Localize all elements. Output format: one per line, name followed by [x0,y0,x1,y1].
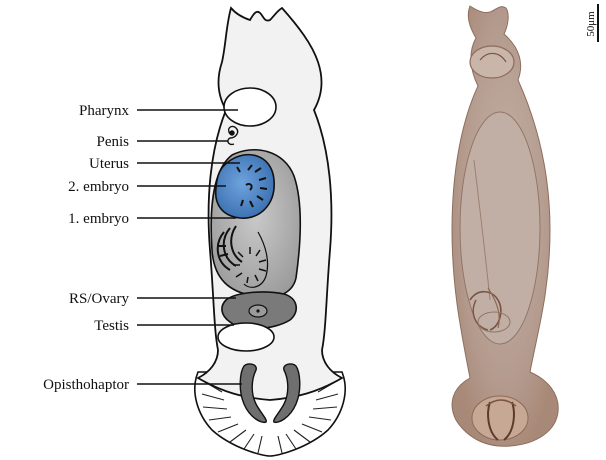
micrograph-image [452,6,558,446]
label-uterus: Uterus [89,156,129,172]
scale-bar: 50μm [585,4,598,42]
scale-bar-label: 50μm [585,11,597,37]
label-opisthohaptor: Opisthohaptor [43,377,129,393]
label-pharynx: Pharynx [79,103,129,119]
pharynx-organ [224,88,276,126]
label-rs-ovary: RS/Ovary [69,291,130,307]
label-embryo-1: 1. embryo [68,211,129,227]
testis-organ [218,323,274,351]
label-penis: Penis [96,134,129,150]
schematic-drawing [195,8,345,456]
label-embryo-2: 2. embryo [68,179,129,195]
label-testis: Testis [94,318,129,334]
